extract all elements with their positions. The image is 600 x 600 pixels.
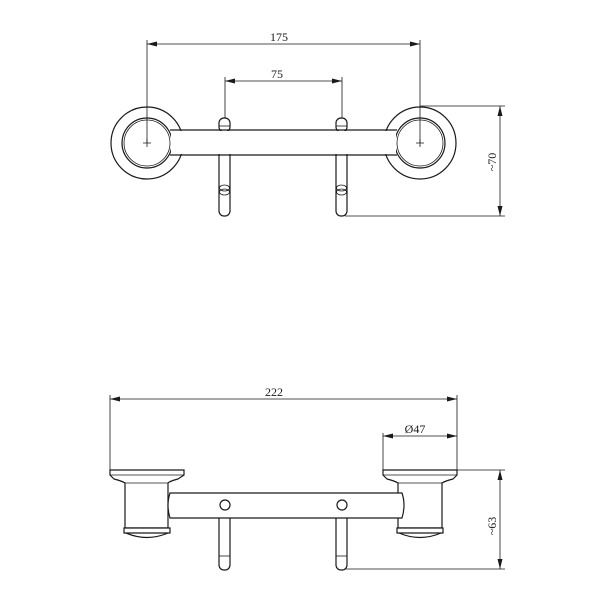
dimension-label: 175 [270,30,288,44]
dimension-63: ~63 [345,469,505,570]
dimension-70: ~70 [345,105,505,217]
dimension-75: 75 [224,67,343,118]
dimension-diameter-47: Ø47 [382,422,457,470]
dimension-label: Ø47 [405,422,426,436]
dimension-label: 75 [271,67,283,81]
dimension-175: 175 [146,30,421,143]
dimension-222: 222 [109,385,458,470]
dimension-label: ~63 [485,517,499,536]
towel-bar-front [167,492,405,519]
hook-stem-right [335,509,348,571]
dimension-label: ~70 [485,153,499,172]
towel-bar-top [170,129,397,156]
hook-stem-left [218,509,231,571]
top-view: 175 75 ~70 [110,30,505,217]
flange-left [109,469,185,539]
front-view: 222 Ø47 ~63 [109,385,505,571]
dimension-label: 222 [265,385,283,399]
